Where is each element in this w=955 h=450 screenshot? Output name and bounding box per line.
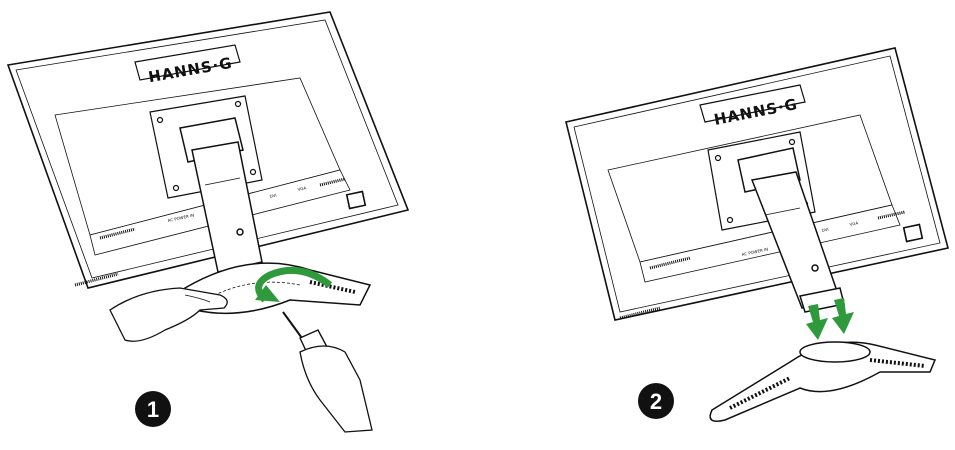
- hand-left: [110, 288, 227, 341]
- step-number-2-text: 2: [650, 389, 662, 414]
- step-number-1-text: 1: [147, 397, 159, 422]
- stand-base-2: [710, 342, 935, 421]
- step-2-illustration: HANNS·G DVI VGA AC POWER IN: [566, 48, 948, 421]
- step-number-1: 1: [135, 391, 171, 427]
- step-1-illustration: HANNS·G DVI VGA AC POWER IN: [8, 12, 408, 432]
- step-number-2: 2: [638, 383, 674, 419]
- hand-right: [300, 346, 372, 432]
